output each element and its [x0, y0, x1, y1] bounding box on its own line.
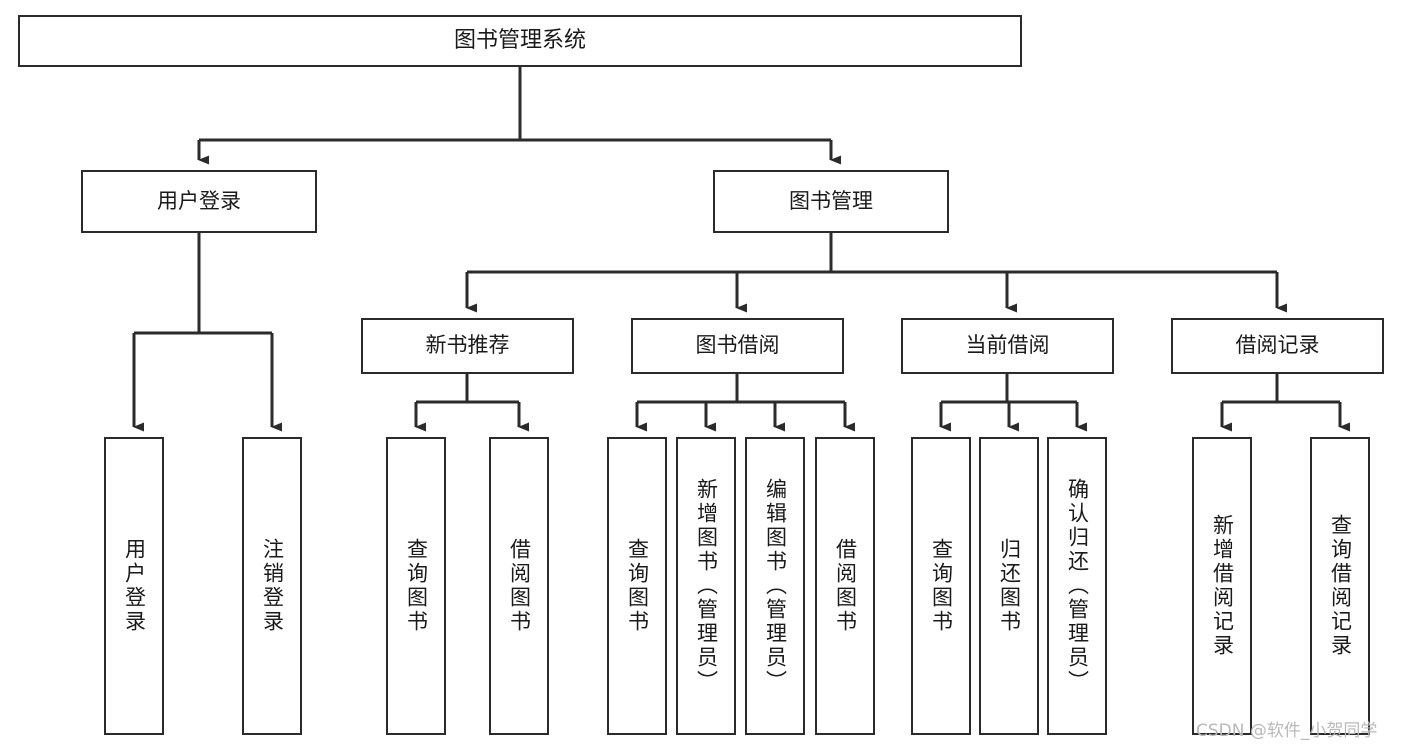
node-label: 用户登录 — [122, 538, 147, 634]
node-label: 借阅图书 — [507, 538, 532, 634]
leaf-logout[interactable]: 注销登录 — [242, 437, 302, 735]
leaf-add-borrow-record[interactable]: 新增借阅记录 — [1192, 437, 1252, 735]
leaf-query-book-recommend[interactable]: 查询图书 — [386, 437, 446, 735]
node-label: 图书管理 — [789, 188, 873, 213]
edge-borrow-record-to-leaves — [1220, 374, 1350, 432]
node-label: 新增借阅记录 — [1210, 514, 1235, 658]
node-new-book-recommend[interactable]: 新书推荐 — [361, 318, 574, 374]
node-borrow-record[interactable]: 借阅记录 — [1171, 318, 1384, 374]
leaf-user-login[interactable]: 用户登录 — [104, 437, 164, 735]
leaf-query-book-current[interactable]: 查询图书 — [911, 437, 971, 735]
leaf-borrow-book[interactable]: 借阅图书 — [815, 437, 875, 735]
node-label: 查询借阅记录 — [1328, 514, 1353, 658]
node-label: 编辑图书（管理员） — [763, 478, 788, 694]
node-label: 当前借阅 — [965, 333, 1050, 358]
node-book-management[interactable]: 图书管理 — [713, 170, 949, 233]
node-book-borrow[interactable]: 图书借阅 — [631, 318, 844, 374]
leaf-confirm-return-admin[interactable]: 确认归还（管理员） — [1047, 437, 1107, 735]
node-label: 用户登录 — [157, 188, 241, 213]
leaf-query-borrow-record[interactable]: 查询借阅记录 — [1310, 437, 1370, 735]
edge-book-manage-to-level3 — [465, 233, 1287, 313]
edge-new-book-to-leaves — [414, 374, 529, 432]
node-label: 查询图书 — [929, 538, 954, 634]
node-label: 图书管理系统 — [453, 27, 586, 53]
leaf-borrow-book-recommend[interactable]: 借阅图书 — [489, 437, 549, 735]
leaf-add-book-admin[interactable]: 新增图书（管理员） — [676, 437, 736, 735]
edge-current-borrow-to-leaves — [939, 374, 1087, 432]
edge-book-borrow-to-leaves — [635, 374, 855, 432]
watermark: CSDN @软件_小贺同学 — [1196, 721, 1378, 741]
node-label: 图书借阅 — [695, 333, 780, 358]
node-label: 注销登录 — [260, 538, 285, 634]
node-current-borrow[interactable]: 当前借阅 — [901, 318, 1114, 374]
edge-root-to-level2 — [197, 66, 841, 165]
node-label: 查询图书 — [404, 538, 429, 634]
node-label: 确认归还（管理员） — [1065, 478, 1090, 694]
edge-user-login-to-leaves — [132, 233, 282, 432]
node-label: 借阅记录 — [1235, 333, 1320, 358]
leaf-return-book[interactable]: 归还图书 — [979, 437, 1039, 735]
node-label: 新书推荐 — [425, 333, 510, 358]
leaf-query-book-borrow[interactable]: 查询图书 — [607, 437, 667, 735]
node-label: 查询图书 — [625, 538, 650, 634]
node-root-book-management-system[interactable]: 图书管理系统 — [18, 15, 1022, 67]
leaf-edit-book-admin[interactable]: 编辑图书（管理员） — [745, 437, 805, 735]
node-label: 借阅图书 — [833, 538, 858, 634]
node-label: 归还图书 — [997, 538, 1022, 634]
node-user-login[interactable]: 用户登录 — [81, 170, 317, 233]
node-label: 新增图书（管理员） — [694, 478, 719, 694]
